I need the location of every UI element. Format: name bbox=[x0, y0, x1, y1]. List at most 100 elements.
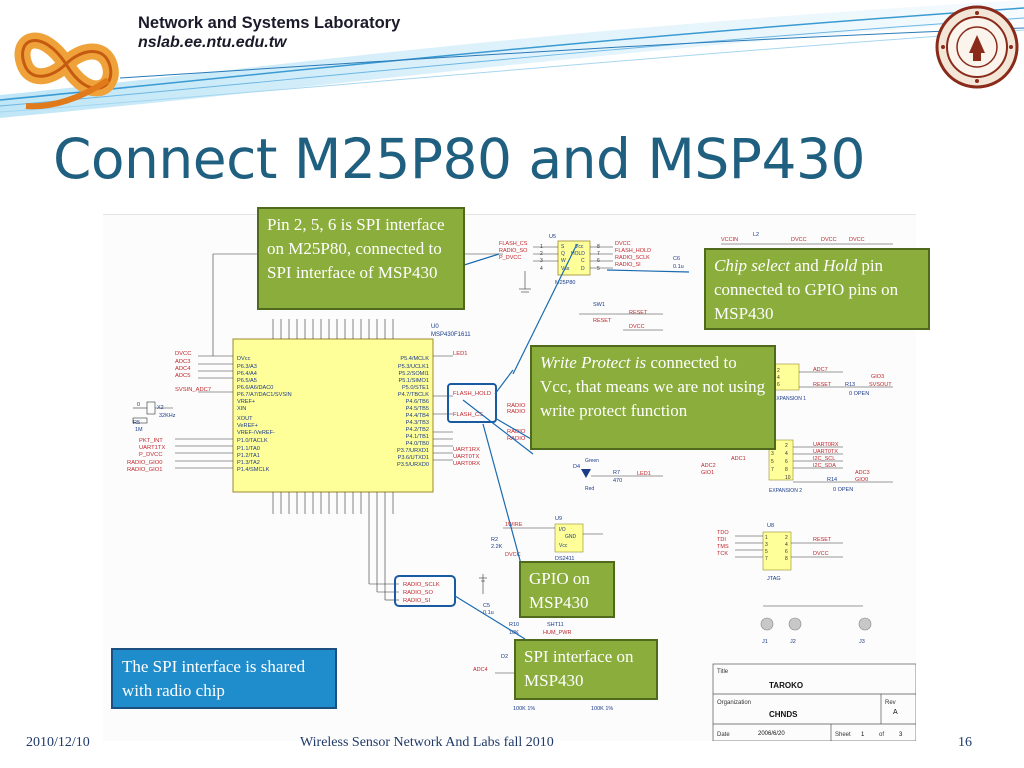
write-protect-callout: Write Protect is connected to Vcc, that … bbox=[530, 345, 776, 450]
crystal-value: 32KHz bbox=[159, 413, 176, 419]
svg-text:7: 7 bbox=[765, 556, 768, 562]
slide-title: Connect M25P80 and MSP430 bbox=[53, 127, 865, 191]
jtag-name: U8 bbox=[767, 523, 774, 529]
net-label: RADIO_SCLK bbox=[403, 582, 440, 588]
jtag-label: JTAG bbox=[767, 576, 781, 582]
cap-value: 0.1u bbox=[483, 610, 494, 616]
radio-spi-highlight bbox=[394, 575, 456, 607]
led-name: D4 bbox=[573, 464, 580, 470]
mcu-left-pin: DVcc bbox=[237, 356, 251, 362]
net-label: DVCC bbox=[821, 237, 837, 243]
net-label: RADIO_GIO0 bbox=[127, 460, 162, 466]
mcu-right-pin: P5.1/SIMO1 bbox=[399, 378, 429, 384]
mcu-left-pin: P6.3/A3 bbox=[237, 364, 257, 370]
flash-chip-part: M25P80 bbox=[555, 280, 576, 286]
mcu-right-pin: P3.5/URXD0 bbox=[397, 462, 429, 468]
write-protect-text: connected to Vcc, that means we are not … bbox=[540, 353, 766, 420]
flash-pin: HOLD bbox=[571, 251, 585, 257]
net-label: PKT_INT bbox=[139, 438, 163, 444]
svg-text:6: 6 bbox=[785, 549, 788, 555]
hold-term: Hold bbox=[823, 256, 858, 275]
net-label: ADC1 bbox=[731, 456, 746, 462]
net-label: UART0RX bbox=[453, 461, 480, 467]
u9-pin: I/O bbox=[559, 527, 566, 533]
testpoint-label: J1 bbox=[762, 639, 768, 645]
net-label: RADIO_SI bbox=[403, 598, 430, 604]
resistor-name: R2 bbox=[491, 537, 498, 543]
mcu-right-pin: P4.2/TB2 bbox=[406, 427, 429, 433]
title-block-label: Rev bbox=[885, 700, 896, 706]
testpoint-label: J3 bbox=[859, 639, 865, 645]
mcu-right-pin: P5.4/MCLK bbox=[400, 356, 429, 362]
resistor-value: 470 bbox=[613, 478, 622, 484]
net-label: P_DVCC bbox=[139, 452, 163, 458]
net-label: RADIO bbox=[507, 436, 526, 442]
flash-chip-name: U5 bbox=[549, 234, 556, 240]
footer-title: Wireless Sensor Network And Labs fall 20… bbox=[300, 735, 554, 750]
net-label: P_DVCC bbox=[499, 255, 521, 261]
mcu-left-pin: P1.4/SMCLK bbox=[237, 467, 270, 473]
net-label: UART1RX bbox=[453, 447, 480, 453]
net-label: GIO3 bbox=[871, 374, 884, 380]
spi-pins-callout-text: Pin 2, 5, 6 is SPI interface on M25P80, … bbox=[267, 215, 445, 282]
spi-pins-callout: Pin 2, 5, 6 is SPI interface on M25P80, … bbox=[257, 207, 465, 310]
mcu-left-pin: VREF+ bbox=[237, 399, 255, 405]
net-label: DVCC bbox=[849, 237, 865, 243]
svg-text:3: 3 bbox=[771, 451, 774, 457]
net-label: UART0TX bbox=[453, 454, 479, 460]
resistor-name: R7 bbox=[613, 470, 620, 476]
mcu-right-pin: P5.2/SOMI1 bbox=[399, 371, 429, 377]
cap-name: C5 bbox=[483, 603, 490, 609]
resistor-value: 100K 1% bbox=[513, 706, 535, 712]
flash-pin-number: 4 bbox=[540, 266, 543, 272]
mcu-right-pin: P5.3/UCLK1 bbox=[398, 364, 429, 370]
net-label: DVCC bbox=[791, 237, 807, 243]
net-label: ADC3 bbox=[175, 359, 190, 365]
net-label: ADC4 bbox=[175, 366, 191, 372]
lab-logo-icon bbox=[14, 32, 119, 110]
mcu-part: MSP430F1611 bbox=[431, 332, 471, 338]
mcu-left-pin: P6.7/A7/DAC1/SVSIN bbox=[237, 392, 292, 398]
mcu-right-pin: P4.6/TB6 bbox=[406, 399, 429, 405]
svg-text:6: 6 bbox=[785, 459, 788, 465]
title-block-sheet: 1 bbox=[861, 732, 865, 738]
svg-text:4: 4 bbox=[785, 451, 788, 457]
net-label: DVCC bbox=[505, 552, 521, 558]
mcu-left-pin: P1.0/TACLK bbox=[237, 438, 268, 444]
net-label: FLASH_HOLD bbox=[453, 391, 491, 397]
net-label: RESET bbox=[813, 382, 832, 388]
svg-text:10: 10 bbox=[785, 475, 791, 481]
net-label: RADIO_SO bbox=[403, 590, 433, 596]
resistor-value: 0 OPEN bbox=[849, 391, 869, 397]
title-block-title: TAROKO bbox=[769, 681, 803, 690]
title-block-label: Organization bbox=[717, 700, 751, 706]
resistor-value: 10K bbox=[509, 630, 519, 636]
flash-pin: W bbox=[561, 258, 566, 264]
net-label: ADC5 bbox=[175, 373, 190, 379]
spi-msp-callout-text: SPI interface on MSP430 bbox=[524, 647, 634, 690]
net-label: I2C_SDA bbox=[813, 463, 836, 469]
net-label: TMS bbox=[717, 544, 729, 550]
flash-pin: C bbox=[581, 258, 585, 264]
net-label: RESET bbox=[593, 318, 612, 324]
resistor-name: R5 bbox=[133, 420, 140, 426]
net-label: RADIO_SI bbox=[615, 262, 641, 268]
net-label: FLASH_CS bbox=[499, 241, 528, 247]
testpoint-label: J2 bbox=[790, 639, 796, 645]
flash-pins-highlight bbox=[447, 383, 497, 423]
cap-label: 0 bbox=[137, 402, 140, 408]
net-label: 1WIRE bbox=[505, 522, 523, 528]
mcu-name: U0 bbox=[431, 324, 439, 330]
title-block-label: Title bbox=[717, 669, 729, 675]
mcu-right-pin: P3.7/URXD1 bbox=[397, 448, 429, 454]
resistor-value: 0 OPEN bbox=[833, 487, 853, 493]
chip-select-callout: Chip select and Hold pin connected to GP… bbox=[704, 248, 930, 330]
net-label: ADC2 bbox=[701, 463, 716, 469]
net-label: RADIO_SCLK bbox=[615, 255, 650, 261]
chip-select-text-2: pin connected to GPIO pins on MSP430 bbox=[714, 256, 899, 323]
net-label: UART0RX bbox=[813, 442, 839, 448]
flash-chip-body bbox=[557, 240, 591, 276]
resistor-value: 2.2K bbox=[491, 544, 503, 550]
sht-label: SHT11 bbox=[547, 622, 564, 628]
svg-text:5: 5 bbox=[765, 549, 768, 555]
